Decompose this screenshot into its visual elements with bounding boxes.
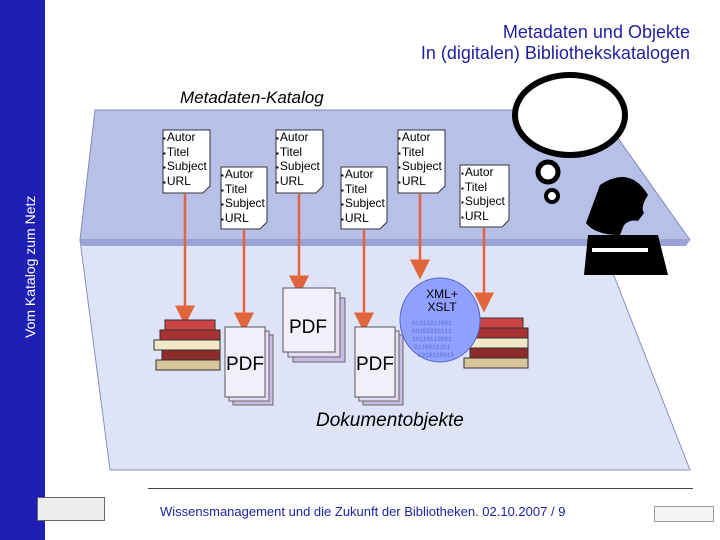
card-field-autor: Autor [276,131,320,146]
card-field-url: URL [341,211,385,227]
brand-logo [654,506,714,522]
pdf-label-3: PDF [356,354,394,375]
pdf-label-2: PDF [226,354,264,375]
svg-text:01011011001: 01011011001 [412,320,452,327]
pdf-document-icon-3 [354,326,404,406]
footer-divider [148,488,693,489]
sidebar: Vom Katalog zum Netz [0,0,45,540]
card-field-autor: Autor [163,131,207,146]
card-field-url: URL [163,174,207,190]
card-field-titel: Titel [398,145,442,161]
card-field-url: URL [398,174,442,190]
thinking-person-icon [512,72,668,275]
slide-subtitle: In (digitalen) Bibliothekskatalogen [420,43,690,63]
svg-text:0110011101: 0110011101 [414,344,450,351]
card-field-autor: Autor [221,168,265,183]
card-field-subject: Subject [221,197,265,212]
card-field-subject: Subject [163,160,207,175]
metadata-card-1: Autor Titel Subject URL [163,131,207,189]
card-field-autor: Autor [398,131,442,146]
xml-xslt-icon: 01011011001 00101010111 10110110101 0110… [399,277,481,363]
creative-commons-logo [37,497,105,521]
pdf-document-icon-2 [224,326,274,406]
book-stack-icon-left [153,319,221,371]
document-layer-label: Dokumentobjekte [316,410,464,431]
pdf-label-1: PDF [289,317,327,338]
metadata-card-4: Autor Titel Subject URL [341,168,385,226]
metadata-layer-edge [80,240,690,246]
pdf-document-icon-1 [282,287,346,363]
card-field-url: URL [276,174,320,190]
svg-text:1010110010: 1010110010 [418,352,454,359]
card-field-autor: Autor [461,166,505,181]
card-field-subject: Subject [461,195,505,210]
card-field-titel: Titel [276,145,320,161]
link-arrows [175,194,494,333]
metadata-layer-label: Metadaten-Katalog [180,88,324,107]
card-field-autor: Autor [341,168,385,183]
card-field-titel: Titel [221,182,265,198]
svg-text:10110110101: 10110110101 [412,336,452,343]
metadata-card-6: Autor Titel Subject URL [461,166,505,224]
metadata-card-2: Autor Titel Subject URL [221,168,265,226]
card-field-url: URL [221,211,265,227]
metadata-card-5: Autor Titel Subject URL [398,131,442,189]
slide-title: Metadaten und Objekte [502,22,690,42]
xml-label-line2: XSLT [427,300,457,314]
card-field-subject: Subject [341,197,385,212]
xml-label-line1: XML+ [426,287,458,301]
card-field-titel: Titel [461,180,505,196]
card-field-titel: Titel [163,145,207,161]
metadata-card-3: Autor Titel Subject URL [276,131,320,189]
svg-text:00101010111: 00101010111 [412,328,452,335]
card-field-subject: Subject [276,160,320,175]
card-field-titel: Titel [341,182,385,198]
xml-xslt-label: XML+ XSLT [412,288,472,314]
card-field-subject: Subject [398,160,442,175]
card-field-url: URL [461,209,505,225]
footer-text: Wissensmanagement und die Zukunft der Bi… [160,504,566,519]
